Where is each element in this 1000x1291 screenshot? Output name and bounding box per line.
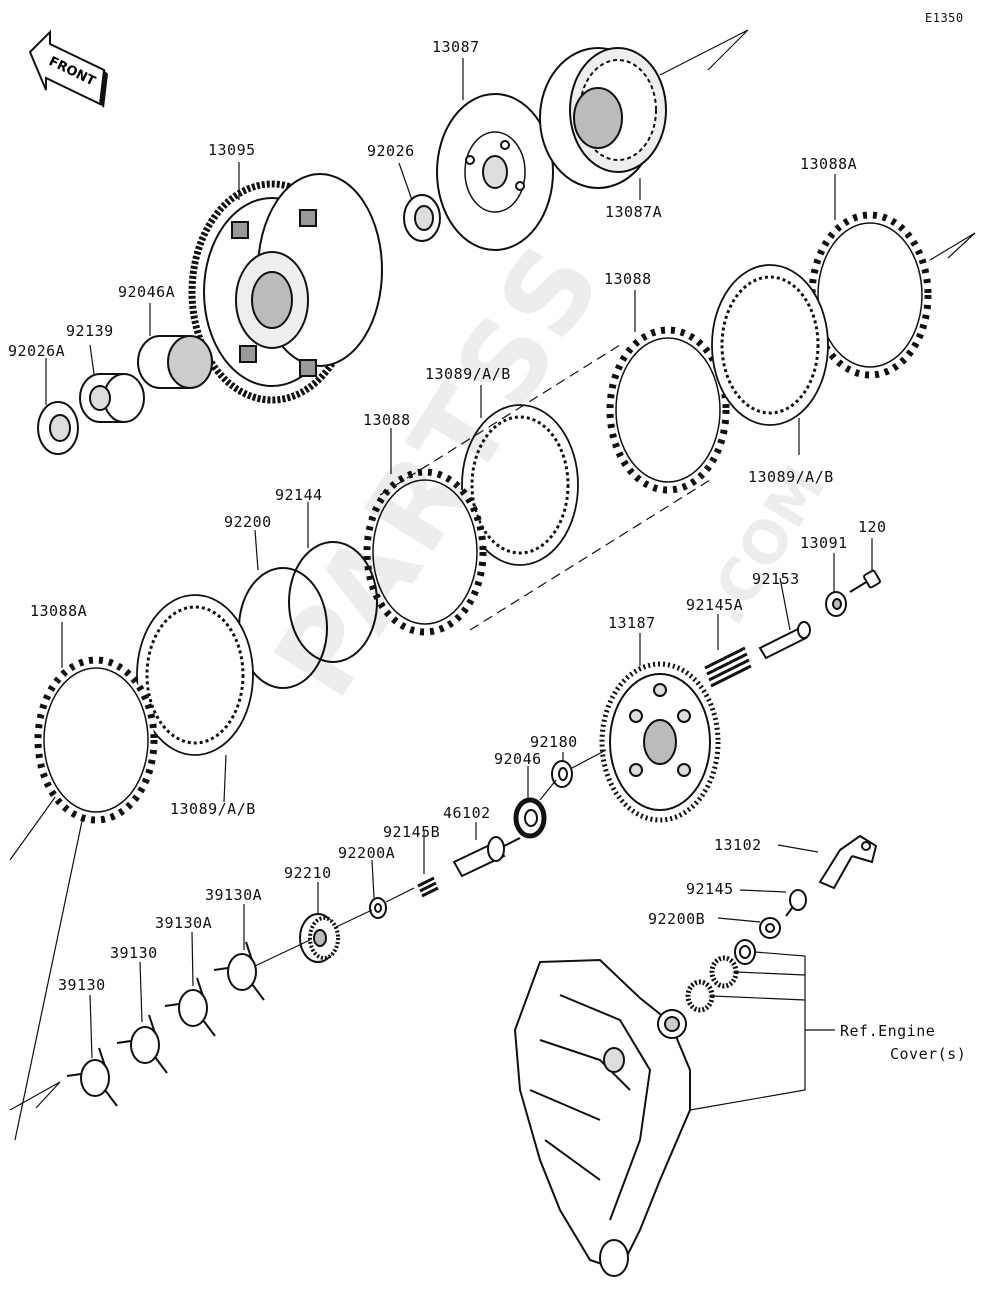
bearing-92046 [513,797,547,839]
pushrod-46102 [452,836,521,878]
center-axis-line [254,749,607,967]
leader-lines [45,58,873,1111]
washer-92180 [551,760,573,788]
ref-note-line1: Ref.Engine [840,1022,936,1040]
front-arrow-icon [28,29,108,108]
washer-13091 [825,591,847,617]
spring-rings [238,541,378,689]
label-13095[interactable]: 13095 [208,141,256,159]
steel-plate-13089-right [711,264,829,426]
ref-note: Ref.Engine Cover(s) [840,1020,966,1067]
label-92200B[interactable]: 92200B [648,910,706,928]
label-46102[interactable]: 46102 [443,804,491,822]
label-92210[interactable]: 92210 [284,864,332,882]
spring-92145B [417,876,439,898]
washer-92026A [37,401,79,455]
steel-plate-13089-left [136,594,254,756]
diagram-code: E1350 [925,11,964,25]
label-92144[interactable]: 92144 [275,486,323,504]
label-13087A[interactable]: 13087A [605,203,663,221]
label-92145A[interactable]: 92145A [686,596,744,614]
label-92200A[interactable]: 92200A [338,844,396,862]
label-92139[interactable]: 92139 [66,322,114,340]
label-92026[interactable]: 92026 [367,142,415,160]
label-92145B[interactable]: 92145B [383,823,441,841]
label-39130-1[interactable]: 39130 [110,944,158,962]
label-92145[interactable]: 92145 [686,880,734,898]
friction-plate-13088A-top [808,211,932,379]
label-92046A[interactable]: 92046A [118,283,176,301]
washer-92200B [759,917,781,939]
label-13087[interactable]: 13087 [432,38,480,56]
friction-plate-13088A-left [34,656,158,824]
label-13102[interactable]: 13102 [714,836,762,854]
pressure-plate-13087 [436,93,554,251]
label-13088A-left[interactable]: 13088A [30,602,88,620]
label-92200[interactable]: 92200 [224,513,272,531]
label-13088-mid[interactable]: 13088 [363,411,411,429]
label-39130A-2[interactable]: 39130A [155,914,213,932]
label-13091[interactable]: 13091 [800,534,848,552]
collar-92139 [79,373,145,423]
spring-92145A [704,646,752,688]
label-13187[interactable]: 13187 [608,614,656,632]
label-13088A-top[interactable]: 13088A [800,155,858,173]
judder-plates-39130 [66,941,265,1107]
clutch-hub-13087A [539,47,667,189]
label-92026A[interactable]: 92026A [8,342,66,360]
ref-note-line2: Cover(s) [890,1045,967,1064]
cover-bearings [685,939,756,1013]
washer-92200A [369,897,387,919]
label-92153[interactable]: 92153 [752,570,800,588]
engine-cover [513,958,691,1277]
spring-plate-13187 [599,661,721,823]
spring-92145 [785,889,807,917]
label-92180[interactable]: 92180 [530,733,578,751]
label-13089-right[interactable]: 13089/A/B [748,468,834,486]
washer-92026 [403,194,441,242]
label-13088-top[interactable]: 13088 [604,270,652,288]
clutch-housing-13095 [188,173,383,404]
label-92046[interactable]: 92046 [494,750,542,768]
seal-92210 [299,913,340,963]
label-39130A-1[interactable]: 39130A [205,886,263,904]
label-13089-left[interactable]: 13089/A/B [170,800,256,818]
needle-bearing-92046A [137,335,213,389]
bolt-92153 [758,621,811,660]
bolt-120 [849,569,881,593]
label-13089-mid[interactable]: 13089/A/B [425,365,511,383]
label-39130-2[interactable]: 39130 [58,976,106,994]
steel-plate-13089-mid [461,404,579,566]
label-120[interactable]: 120 [858,518,887,536]
friction-plate-13088-top [606,326,730,494]
friction-plate-13088-mid [363,468,487,636]
release-lever-13102 [818,834,878,890]
